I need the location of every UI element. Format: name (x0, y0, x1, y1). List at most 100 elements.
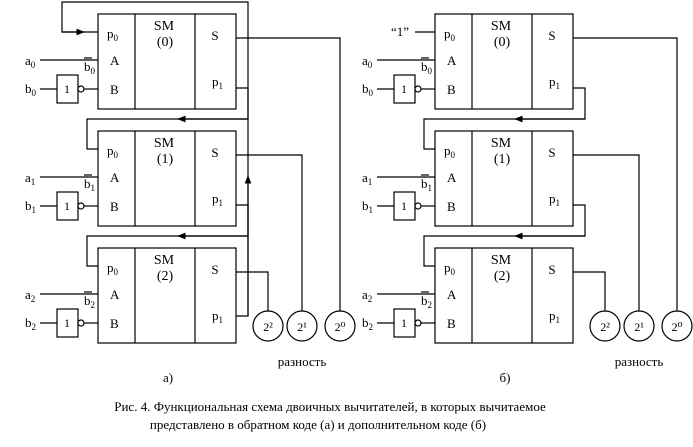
b-pin: B (447, 82, 456, 97)
s-pin: S (548, 28, 555, 43)
sm-block (434, 247, 574, 344)
inverter-bubble (77, 85, 85, 93)
sm-index: (2) (157, 269, 174, 284)
figure-caption: Рис. 4. Функциональная схема двоичных вы… (114, 399, 546, 432)
a-pin: A (110, 53, 120, 68)
sm-title: SM (491, 19, 512, 34)
input-b: b1 (362, 198, 373, 215)
carry-in-pin: p0 (107, 143, 119, 160)
sm-title: SM (154, 136, 175, 151)
carry-in-constant: “1” (391, 24, 409, 39)
output-bit-0: 2² (589, 310, 621, 342)
output-bit-2: 2⁰ (661, 310, 693, 342)
b-pin: B (110, 82, 119, 97)
output-weight: 2¹ (634, 320, 644, 334)
b-bar-label: b1 (84, 176, 95, 193)
sm-block (434, 13, 574, 110)
output-weight: 2² (263, 320, 273, 334)
carry-in-pin: p0 (444, 260, 456, 277)
caption-line-2: представлено в обратном коде (а) и допол… (150, 417, 486, 432)
sm-stage-1: SM(1) p0A B Sp1 a1 b1 1 b1 (362, 130, 640, 311)
sm-title: SM (154, 19, 175, 34)
carry-wire-1 (423, 204, 586, 267)
sm-index: (1) (494, 152, 511, 167)
a-pin: A (110, 170, 120, 185)
input-b: b0 (25, 81, 37, 98)
b-pin: B (447, 199, 456, 214)
sum-wire (236, 37, 341, 311)
inverter-bubble (77, 202, 85, 210)
inverter-symbol: 1 (64, 316, 70, 330)
output-weight: 2⁰ (335, 320, 346, 334)
sm-title: SM (491, 136, 512, 151)
sm-index: (1) (157, 152, 174, 167)
carry-out-pin: p1 (212, 191, 223, 208)
carry-wire-1 (86, 204, 249, 267)
b-bar-label: b2 (84, 293, 95, 310)
sm-index: (0) (157, 35, 174, 50)
s-pin: S (211, 28, 218, 43)
inverter-bubble (414, 319, 422, 327)
inverter-symbol: 1 (401, 316, 407, 330)
s-pin: S (211, 262, 218, 277)
output-indicator (252, 310, 284, 342)
b-pin: B (110, 199, 119, 214)
inverter-symbol: 1 (401, 199, 407, 213)
output-caption: разность (278, 354, 327, 369)
a-pin: A (447, 287, 457, 302)
output-bit-1: 2¹ (623, 310, 655, 342)
output-bit-1: 2¹ (286, 310, 318, 342)
sum-wire (573, 271, 606, 311)
carry-in-pin: p0 (107, 260, 119, 277)
output-weight: 2⁰ (672, 320, 683, 334)
caption-line-1: Рис. 4. Функциональная схема двоичных вы… (114, 399, 546, 414)
sm-block (97, 247, 237, 344)
s-pin: S (211, 145, 218, 160)
carry-out-pin: p1 (212, 308, 223, 325)
sum-wire (573, 37, 678, 311)
sm-block (434, 130, 574, 227)
a-pin: A (447, 53, 457, 68)
b-pin: B (110, 316, 119, 331)
output-indicator (324, 310, 356, 342)
diagram-label: а) (163, 370, 173, 385)
b-bar-label: b0 (84, 59, 96, 76)
diagram-label: б) (500, 370, 511, 385)
carry-out-pin: p1 (549, 74, 560, 91)
output-indicator (661, 310, 693, 342)
sum-wire (236, 154, 303, 311)
s-pin: S (548, 145, 555, 160)
sum-wire (573, 154, 640, 311)
b-bar-label: b1 (421, 176, 432, 193)
output-indicator (623, 310, 655, 342)
input-a: a0 (25, 53, 36, 70)
output-caption: разность (615, 354, 664, 369)
carry-in-pin: p0 (444, 143, 456, 160)
carry-in-pin: p0 (107, 26, 119, 43)
input-a: a0 (362, 53, 373, 70)
sm-index: (0) (494, 35, 511, 50)
carry-out-pin: p1 (212, 74, 223, 91)
input-a: a2 (25, 287, 35, 304)
inverter-symbol: 1 (64, 199, 70, 213)
b-pin: B (447, 316, 456, 331)
output-weight: 2² (600, 320, 610, 334)
carry-out-pin: p1 (549, 308, 560, 325)
input-b: b0 (362, 81, 374, 98)
sum-wire (236, 271, 269, 311)
input-a: a1 (362, 170, 372, 187)
inverter-symbol: 1 (64, 82, 70, 96)
carry-wire-0 (86, 87, 249, 150)
input-b: b1 (25, 198, 36, 215)
sm-title: SM (154, 253, 175, 268)
output-bit-2: 2⁰ (324, 310, 356, 342)
carry-out-pin: p1 (549, 191, 560, 208)
sm-block (97, 130, 237, 227)
carry-wire-0 (423, 87, 586, 150)
b-bar-label: b2 (421, 293, 432, 310)
